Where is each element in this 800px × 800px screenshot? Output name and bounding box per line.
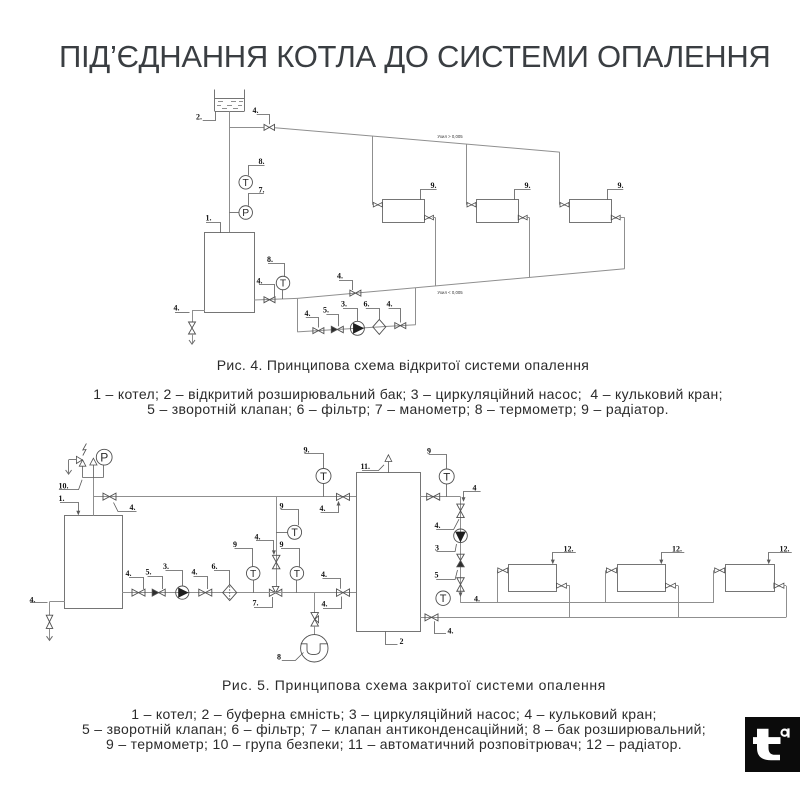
svg-text:4.: 4. [174, 304, 180, 313]
svg-text:T: T [280, 279, 287, 290]
svg-text:5.: 5. [323, 306, 329, 315]
svg-text:9.: 9. [304, 446, 310, 455]
svg-text:T: T [440, 593, 447, 605]
svg-text:T: T [291, 527, 298, 539]
svg-text:4.: 4. [474, 594, 480, 603]
svg-text:4: 4 [473, 484, 477, 493]
svg-text:9.: 9. [431, 181, 437, 190]
svg-text:Ухил < 0,005: Ухил < 0,005 [437, 290, 463, 295]
svg-text:T: T [294, 569, 301, 580]
svg-text:4.: 4. [192, 568, 198, 577]
svg-text:9: 9 [280, 540, 284, 549]
svg-text:T: T [243, 178, 250, 189]
svg-text:3.: 3. [341, 300, 347, 309]
svg-text:9: 9 [233, 540, 237, 549]
svg-text:5.: 5. [146, 568, 152, 577]
svg-text:6.: 6. [212, 562, 218, 571]
svg-text:7.: 7. [253, 599, 259, 608]
svg-text:4.: 4. [387, 300, 393, 309]
svg-text:T: T [250, 569, 257, 580]
svg-text:10.: 10. [59, 482, 69, 491]
svg-text:1.: 1. [59, 494, 65, 503]
svg-text:2: 2 [400, 637, 404, 646]
svg-text:1.: 1. [206, 214, 212, 223]
svg-text:8.: 8. [259, 157, 265, 166]
svg-text:11.: 11. [361, 462, 371, 471]
svg-text:P: P [242, 208, 249, 219]
svg-text:4.: 4. [253, 106, 259, 115]
svg-text:12.: 12. [672, 544, 682, 553]
svg-text:4.: 4. [448, 627, 454, 636]
svg-text:T: T [443, 472, 450, 484]
svg-text:12.: 12. [780, 544, 790, 553]
svg-text:4.: 4. [435, 521, 441, 530]
svg-text:8.: 8. [267, 255, 273, 264]
svg-text:4.: 4. [305, 309, 311, 318]
svg-text:4.: 4. [126, 569, 132, 578]
svg-text:7.: 7. [259, 186, 265, 195]
svg-text:2.: 2. [196, 113, 202, 122]
svg-text:9.: 9. [618, 181, 624, 190]
svg-text:9: 9 [280, 502, 284, 511]
svg-text:3: 3 [435, 544, 439, 553]
svg-text:Ухил > 0,005: Ухил > 0,005 [437, 134, 463, 139]
svg-text:4.: 4. [30, 596, 36, 605]
svg-text:4.: 4. [257, 277, 263, 286]
svg-text:4.: 4. [255, 533, 261, 542]
svg-text:8: 8 [277, 653, 281, 662]
svg-text:6.: 6. [364, 300, 370, 309]
svg-text:9.: 9. [525, 181, 531, 190]
svg-text:3.: 3. [163, 562, 169, 571]
svg-text:T: T [320, 471, 327, 483]
svg-text:12.: 12. [564, 544, 574, 553]
svg-text:4.: 4. [320, 504, 326, 513]
svg-text:5: 5 [435, 571, 439, 580]
svg-text:9: 9 [427, 447, 431, 456]
svg-text:4.: 4. [337, 272, 343, 281]
svg-text:4.: 4. [321, 570, 327, 579]
svg-text:4.: 4. [322, 600, 328, 609]
svg-text:4.: 4. [130, 503, 136, 512]
svg-text:P: P [100, 450, 108, 464]
